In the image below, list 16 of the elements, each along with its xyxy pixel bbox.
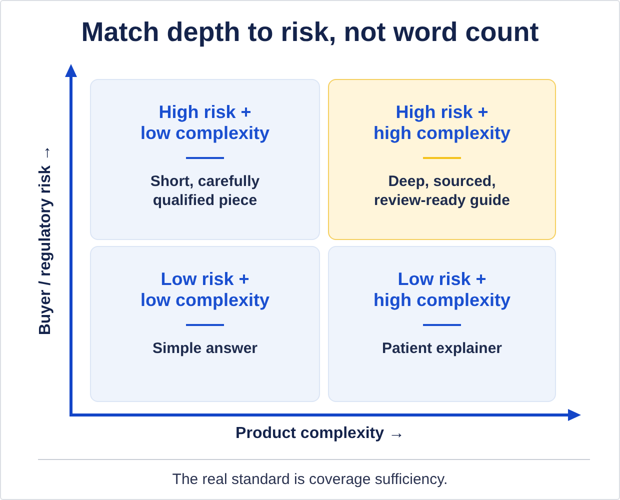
quadrant-description: Patient explainer	[382, 339, 502, 358]
quadrant-heading: Low risk + low complexity	[140, 269, 270, 311]
quadrant-heading: High risk + high complexity	[373, 102, 511, 144]
y-axis-label: Buyer / regulatory risk →	[36, 144, 55, 336]
quadrant-card	[90, 79, 320, 240]
quadrant-card	[328, 79, 556, 240]
quadrant-heading: High risk + low complexity	[140, 102, 270, 144]
quadrant-card	[90, 246, 320, 402]
quadrant-description: Short, carefully qualified piece	[150, 172, 260, 210]
x-axis-label: Product complexity →	[236, 424, 404, 444]
quadrant-card	[328, 246, 556, 402]
quadrant-description: Simple answer	[152, 339, 258, 358]
quadrant-heading: Low risk + high complexity	[373, 269, 511, 311]
diagram-title: Match depth to risk, not word count	[80, 16, 540, 49]
quadrant-description: Deep, sourced, review-ready guide	[374, 172, 510, 210]
caption-text: The real standard is coverage sufficiency.	[172, 470, 448, 490]
